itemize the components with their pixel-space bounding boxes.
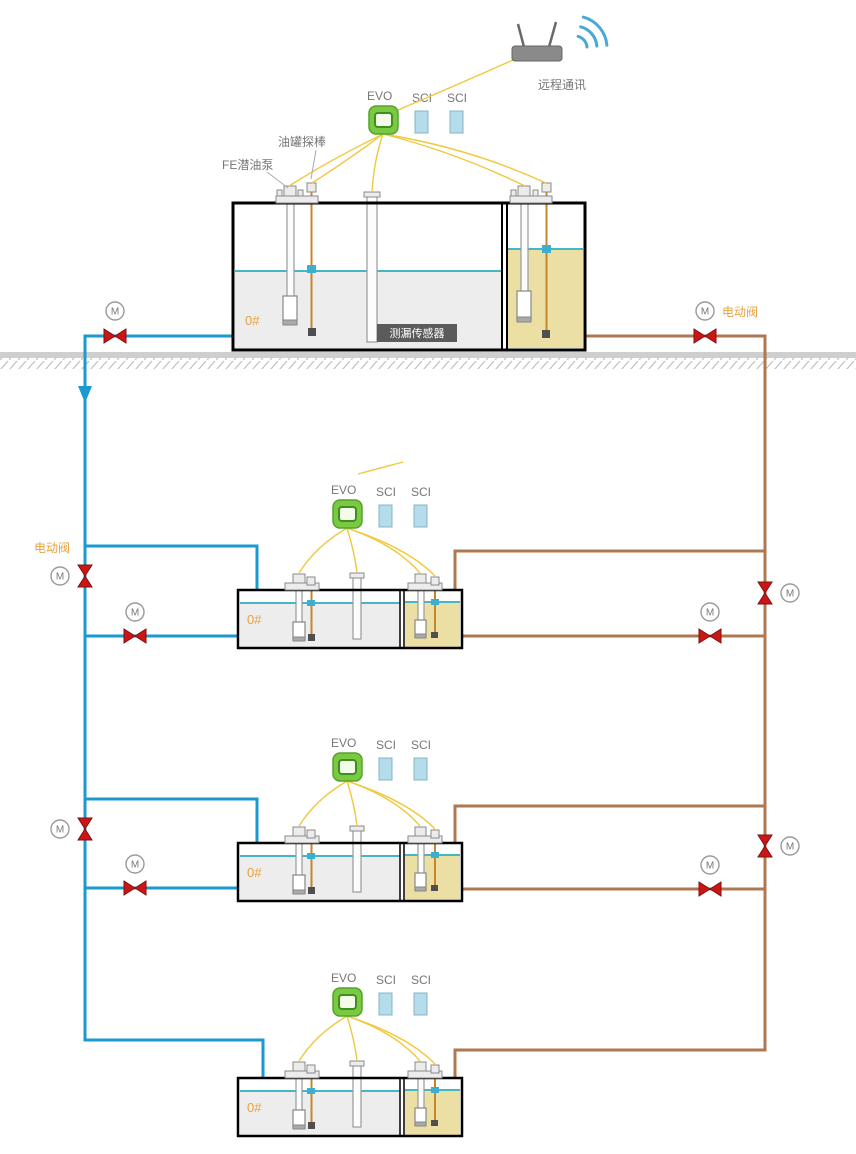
router-body — [511, 45, 563, 62]
brown-branch-fill-3 — [453, 804, 765, 842]
tank-grade-label: 0# — [245, 313, 260, 328]
ground-line — [0, 352, 856, 369]
blue-pipeline — [78, 334, 265, 1077]
wifi-signal-icon — [579, 25, 599, 48]
valve-riser-right-3 — [757, 834, 773, 858]
ground-hatch — [0, 358, 856, 369]
valve-branch-left-2 — [123, 628, 147, 644]
pump-head — [283, 185, 297, 197]
probe-head — [541, 182, 552, 193]
flange-bolt — [297, 189, 304, 197]
probe-wire — [382, 133, 526, 187]
probe-float — [542, 245, 551, 253]
main-tank: 0# 测漏传感器 — [231, 182, 587, 352]
leak-sensor-tube — [366, 195, 378, 343]
ground-bar — [0, 352, 856, 358]
submersible-pump — [516, 290, 532, 321]
tank-4 — [238, 971, 462, 1136]
uplink-wire — [357, 461, 404, 475]
main-evo-unit: 油罐探棒 FE潜油泵 — [222, 88, 547, 193]
valve-branch-left-3 — [123, 880, 147, 896]
leak-sensor-label: 测漏传感器 — [390, 327, 445, 340]
wifi-signal-icon — [576, 34, 589, 49]
probe-float — [307, 265, 316, 273]
motor-main-left — [105, 301, 125, 321]
motor-riser-left-2 — [50, 566, 70, 586]
manhole-flange — [509, 195, 553, 204]
submersible-pump — [282, 295, 298, 324]
probe-wire — [311, 133, 384, 184]
router-antenna — [516, 23, 526, 48]
motor-branch-right-2 — [700, 602, 720, 622]
valve-riser-right-2 — [757, 581, 773, 605]
pump-callout: FE潜油泵 — [222, 158, 273, 172]
motor-riser-right-3 — [780, 836, 800, 856]
brown-branch-fill-2 — [453, 549, 765, 589]
valve-branch-right-2 — [698, 628, 722, 644]
leak-sensor-badge — [377, 324, 457, 342]
callout-leader — [310, 149, 317, 180]
valve-riser-left-2 — [77, 564, 93, 588]
valve-main-left — [103, 328, 127, 344]
router-antenna — [547, 21, 558, 48]
remote-comm-label: 远程通讯 — [538, 77, 586, 92]
electric-valve-label: 电动阀 — [722, 305, 758, 319]
tank-3 — [238, 736, 462, 901]
callout-leader — [266, 171, 289, 189]
blue-branch-fill-3 — [85, 797, 259, 842]
blue-main-pipe — [83, 334, 265, 1077]
valve-main-right — [693, 328, 717, 344]
flange-bolt — [276, 189, 283, 197]
tank-outline — [231, 201, 587, 352]
valve-branch-right-3 — [698, 881, 722, 897]
evo-console-main — [366, 88, 469, 135]
probe-head — [306, 182, 317, 193]
valve-riser-left-3 — [77, 817, 93, 841]
flow-arrow-down — [78, 386, 92, 403]
tank-probe-callout: 油罐探棒 — [278, 135, 326, 149]
pump-column — [520, 202, 529, 297]
flange-bolt — [532, 189, 539, 197]
motor-branch-left-2 — [125, 602, 145, 622]
motor-riser-right-2 — [780, 583, 800, 603]
router-wire — [397, 59, 514, 111]
probe-wire — [371, 133, 384, 193]
brown-main-pipe — [453, 334, 767, 1077]
probe-bottom-sensor — [308, 328, 316, 336]
blue-branch-fill-2 — [85, 544, 259, 589]
electric-valve-label: 电动阀 — [34, 541, 70, 555]
pump-base — [516, 316, 532, 323]
motor-branch-right-3 — [700, 855, 720, 875]
tank-2 — [238, 483, 462, 648]
motor-branch-left-3 — [125, 854, 145, 874]
pump-base — [282, 319, 298, 326]
probe-bottom-sensor — [542, 330, 550, 338]
probe-wire — [382, 133, 547, 184]
flange-bolt — [510, 189, 517, 197]
wifi-signal-icon — [581, 15, 609, 47]
manhole-flange — [275, 195, 319, 204]
brown-pipeline — [453, 334, 767, 1077]
leak-sensor-cap — [363, 191, 381, 198]
pump-column — [286, 202, 295, 304]
motor-riser-left-3 — [50, 819, 70, 839]
probe-wire — [288, 133, 384, 187]
router-unit: 远程通讯 — [397, 15, 609, 111]
pump-head — [517, 185, 531, 197]
motor-main-right — [695, 301, 715, 321]
